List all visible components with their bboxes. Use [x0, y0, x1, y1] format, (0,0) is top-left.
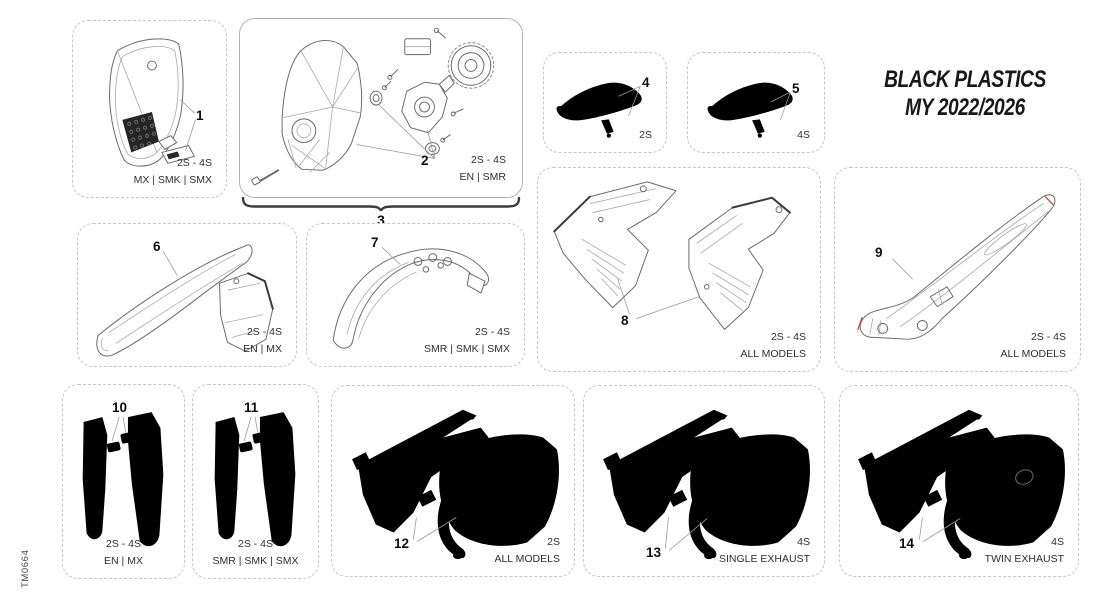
caption-models: 4S	[1051, 536, 1064, 549]
connector-part	[404, 27, 446, 56]
part-number: 13	[646, 545, 662, 560]
fork-guards-en-mx-drawing	[82, 412, 164, 547]
panel-caption: 2S - 4S SMR | SMK | SMX	[193, 536, 318, 569]
caption-variants: SINGLE EXHAUST	[718, 552, 810, 565]
part-number: 10	[112, 400, 128, 415]
airbox-cover-4s-drawing	[707, 82, 793, 138]
front-fender-en-mx-drawing	[96, 244, 274, 357]
panel-caption: 2S - 4S SMR | SMK | SMX	[424, 324, 510, 357]
panel-fork-guards-smr: 11 2S - 4S SMR | SMK | SMX	[192, 384, 319, 579]
part-number: 9	[875, 245, 883, 260]
panel-rear-fender: 9 2S - 4S ALL MODELS	[834, 167, 1081, 372]
fork-guards-smr-drawing	[214, 412, 296, 547]
part-number: 1	[196, 108, 204, 123]
front-fender-smr-drawing	[332, 247, 489, 349]
caption-models: 4S	[797, 536, 810, 549]
vent-dots	[127, 115, 157, 150]
panel-headlight-mask: 2 2S - 4S EN | SMR	[239, 18, 523, 198]
part-number: 12	[394, 536, 410, 551]
panel-airbox-cover-2s: 4 2S	[543, 52, 667, 153]
caption-variants: MX | SMK | SMX	[133, 173, 212, 186]
side-panels-2s-drawing	[352, 409, 559, 560]
rear-fender-drawing	[857, 194, 1056, 340]
caption-models: 2S - 4S	[105, 538, 142, 551]
lamp-bracket	[387, 68, 464, 134]
caption-variants: SMR | SMK | SMX	[212, 554, 299, 567]
caption-models: 2S - 4S	[470, 154, 506, 167]
panel-caption: 2S - 4S EN | MX	[243, 324, 282, 357]
panel-fork-guards-en-mx: 10 2S - 4S EN | MX	[62, 384, 185, 579]
caption-variants: EN | SMR	[459, 170, 506, 183]
caption-variants: EN | MX	[243, 342, 282, 355]
radiator-shrouds-drawing	[553, 181, 791, 330]
panel-airbox-cover-4s: 5 4S	[687, 52, 825, 153]
caption-models: 4S	[797, 128, 810, 141]
page-title: BLACK PLASTICS MY 2022/2026	[869, 66, 1061, 123]
part-number: 5	[792, 81, 800, 96]
side-panels-4s-twin-drawing	[858, 409, 1065, 560]
panel-caption: 4S TWIN EXHAUST	[985, 534, 1064, 567]
panel-front-fender-en-mx: 6 2S - 4S EN | MX	[77, 223, 297, 367]
document-code: TM0664	[20, 549, 31, 588]
panel-side-panels-2s: 12 2S ALL MODELS	[331, 385, 575, 577]
part-number: 8	[621, 313, 629, 328]
page-title-line1: BLACK PLASTICS	[884, 66, 1046, 93]
caption-variants: ALL MODELS	[740, 347, 806, 360]
part-number: 7	[371, 235, 379, 250]
caption-models: 2S	[547, 536, 560, 549]
caption-models: 2S - 4S	[1030, 331, 1066, 344]
part-number: 2	[421, 153, 429, 168]
page-title-line2: MY 2022/2026	[905, 94, 1025, 122]
front-number-plate-drawing	[109, 38, 196, 167]
part-number: 6	[153, 239, 161, 254]
caption-models: 2S - 4S	[237, 538, 274, 551]
panel-caption: 2S - 4S EN | SMR	[460, 152, 506, 185]
side-panels-4s-single-drawing	[603, 409, 810, 560]
caption-models: 2S - 4S	[770, 331, 806, 344]
brace-icon	[241, 197, 521, 211]
panel-front-number-plate: 1 2S - 4S MX | SMK | SMX	[72, 20, 227, 198]
caption-models: 2S	[639, 128, 652, 141]
panel-caption: 4S SINGLE EXHAUST	[719, 534, 810, 567]
caption-variants: TWIN EXHAUST	[984, 552, 1064, 565]
panel-radiator-shrouds: 8 2S - 4S ALL MODELS	[537, 167, 821, 372]
caption-models: 2S - 4S	[176, 157, 212, 170]
caption-models: 2S - 4S	[246, 326, 282, 339]
headlight-group-brace: 3	[241, 197, 521, 228]
headlight-mask-drawing	[251, 27, 495, 186]
headlight-bulb-unit	[447, 42, 495, 89]
panel-side-panels-4s-single: 13 4S SINGLE EXHAUST	[583, 385, 825, 577]
airbox-cover-2s-drawing	[556, 82, 642, 138]
panel-caption: 2S	[639, 127, 652, 143]
panel-caption: 4S	[797, 127, 810, 143]
panel-front-fender-smr: 7 2S - 4S SMR | SMK | SMX	[306, 223, 525, 367]
caption-variants: SMR | SMK | SMX	[424, 342, 510, 355]
part-number: 11	[244, 400, 259, 415]
caption-variants: ALL MODELS	[1000, 347, 1066, 360]
panel-caption: 2S ALL MODELS	[494, 534, 560, 567]
caption-variants: EN | MX	[104, 554, 143, 567]
caption-variants: ALL MODELS	[494, 552, 560, 565]
panel-side-panels-4s-twin: 14 4S TWIN EXHAUST	[839, 385, 1079, 577]
part-number: 4	[642, 75, 650, 90]
panel-caption: 2S - 4S ALL MODELS	[1000, 329, 1066, 362]
panel-caption: 2S - 4S MX | SMK | SMX	[134, 155, 212, 188]
caption-models: 2S - 4S	[474, 326, 510, 339]
panel-caption: 2S - 4S ALL MODELS	[740, 329, 806, 362]
panel-caption: 2S - 4S EN | MX	[63, 536, 184, 569]
part-number: 3	[377, 212, 385, 228]
mounting-screw	[251, 169, 280, 186]
part-number: 14	[899, 536, 915, 551]
